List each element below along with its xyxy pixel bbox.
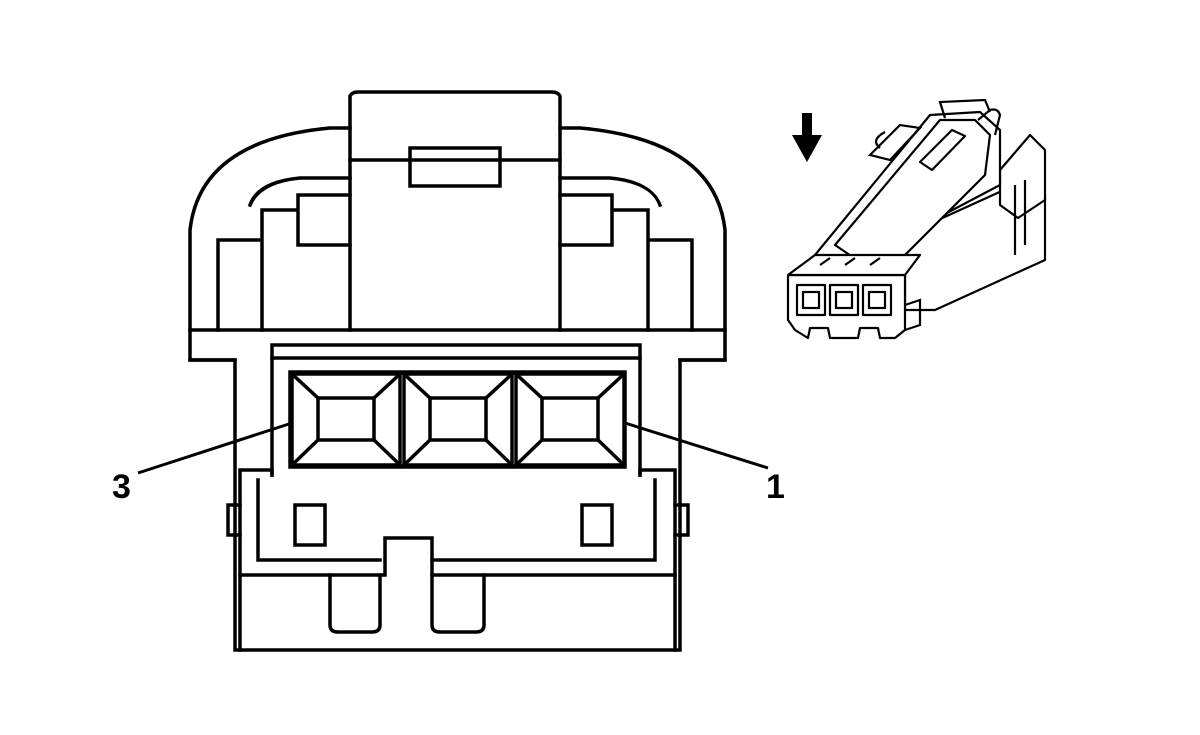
cavity-2	[401, 371, 515, 468]
left-side-bump	[226, 503, 242, 537]
bottom-peg-left	[328, 573, 382, 634]
iso-latch-tab	[867, 123, 923, 162]
left-shoulder	[188, 176, 352, 362]
down-arrow-icon	[792, 113, 822, 162]
cavity-3	[289, 371, 403, 468]
cavity-block-outline	[288, 370, 627, 469]
right-shoulder	[558, 176, 727, 362]
right-side-bump	[673, 503, 690, 537]
right-lower-post	[430, 468, 677, 652]
pin-callouts: 3 1	[112, 421, 785, 506]
cavity-1	[513, 371, 627, 468]
iso-latch	[833, 118, 992, 267]
left-lower-post	[238, 468, 382, 652]
top-latch	[348, 126, 562, 332]
iso-cavity-3	[795, 283, 827, 317]
pin-3-leader	[137, 421, 293, 475]
pin-3-label: 3	[112, 468, 131, 506]
base-rail	[238, 536, 677, 577]
connector-body	[188, 90, 727, 652]
connector-isometric-view	[786, 98, 1047, 340]
outer-shell	[188, 90, 727, 652]
iso-end-cap	[998, 133, 1047, 220]
iso-cavity-1	[861, 283, 893, 317]
iso-front-top	[786, 253, 922, 277]
inner-tab-right	[580, 503, 614, 547]
cavity-frame-outer	[270, 343, 642, 477]
pin-1-label: 1	[766, 468, 785, 506]
inner-tab-left	[293, 503, 327, 547]
pin-1-leader	[624, 421, 769, 470]
iso-cavity-2	[828, 283, 860, 317]
latch-window	[408, 146, 502, 188]
iso-latch-slot	[918, 128, 967, 172]
cavity-block	[288, 370, 627, 469]
bottom-peg-right	[430, 573, 486, 634]
